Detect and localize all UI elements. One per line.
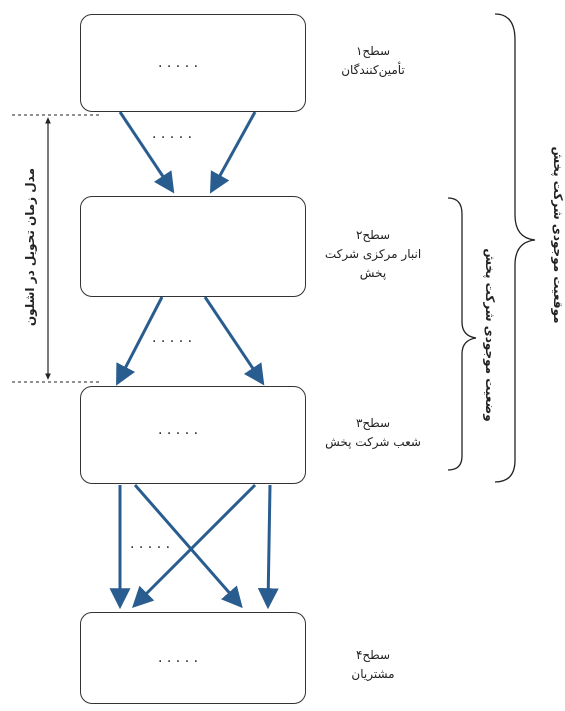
level-1-name: تأمین‌کنندگان — [341, 63, 405, 77]
level-2-title: سطح۲ — [355, 228, 391, 242]
arrow-l2-l3-left — [116, 296, 164, 386]
left-dimension-label: مدل زمان تحویل در اشلون — [23, 167, 37, 327]
ellipsis-arrows-3: . . . . . — [130, 536, 171, 552]
outer-brace-label: موقعیت موجودی شرکت پخش — [551, 146, 565, 324]
ellipsis-arrows-1: . . . . . — [152, 126, 193, 142]
level-3-title: سطح۳ — [355, 416, 391, 430]
level-2-label: سطح۲ انبار مرکزی شرکت پخش — [318, 226, 428, 283]
level-4-box — [80, 612, 306, 704]
arrow-l3-l4-d — [257, 484, 279, 610]
arrow-l1-l2-left — [118, 111, 175, 194]
outer-brace — [494, 13, 536, 483]
level-2-name: انبار مرکزی شرکت پخش — [324, 247, 422, 280]
level-4-name: مشتریان — [351, 667, 395, 681]
level-3-label: سطح۳ شعب شرکت پخش — [318, 414, 428, 452]
arrow-l2-l3-right — [203, 296, 265, 386]
level-2-box — [80, 196, 306, 297]
level-1-box — [80, 14, 306, 112]
level-3-name: شعب شرکت پخش — [325, 435, 421, 449]
level-1-label: سطح۱ تأمین‌کنندگان — [318, 42, 428, 80]
arrow-l3-l4-b — [133, 484, 243, 609]
ellipsis-level-1: . . . . . — [158, 55, 199, 71]
left-dimension — [12, 114, 100, 383]
ellipsis-level-4: . . . . . — [158, 650, 199, 666]
level-4-title: سطح۴ — [355, 648, 391, 662]
arrow-l1-l2-right — [209, 111, 257, 194]
inner-brace-label: وضعیت موجودی شرکت پخش — [483, 248, 497, 422]
arrow-l3-l4-c — [132, 483, 257, 608]
level-3-box — [80, 386, 306, 484]
level-4-label: سطح۴ مشتریان — [318, 646, 428, 684]
level-1-title: سطح۱ — [355, 44, 391, 58]
ellipsis-arrows-2: . . . . . — [152, 330, 193, 346]
ellipsis-level-3: . . . . . — [158, 422, 199, 438]
inner-brace — [447, 197, 477, 471]
